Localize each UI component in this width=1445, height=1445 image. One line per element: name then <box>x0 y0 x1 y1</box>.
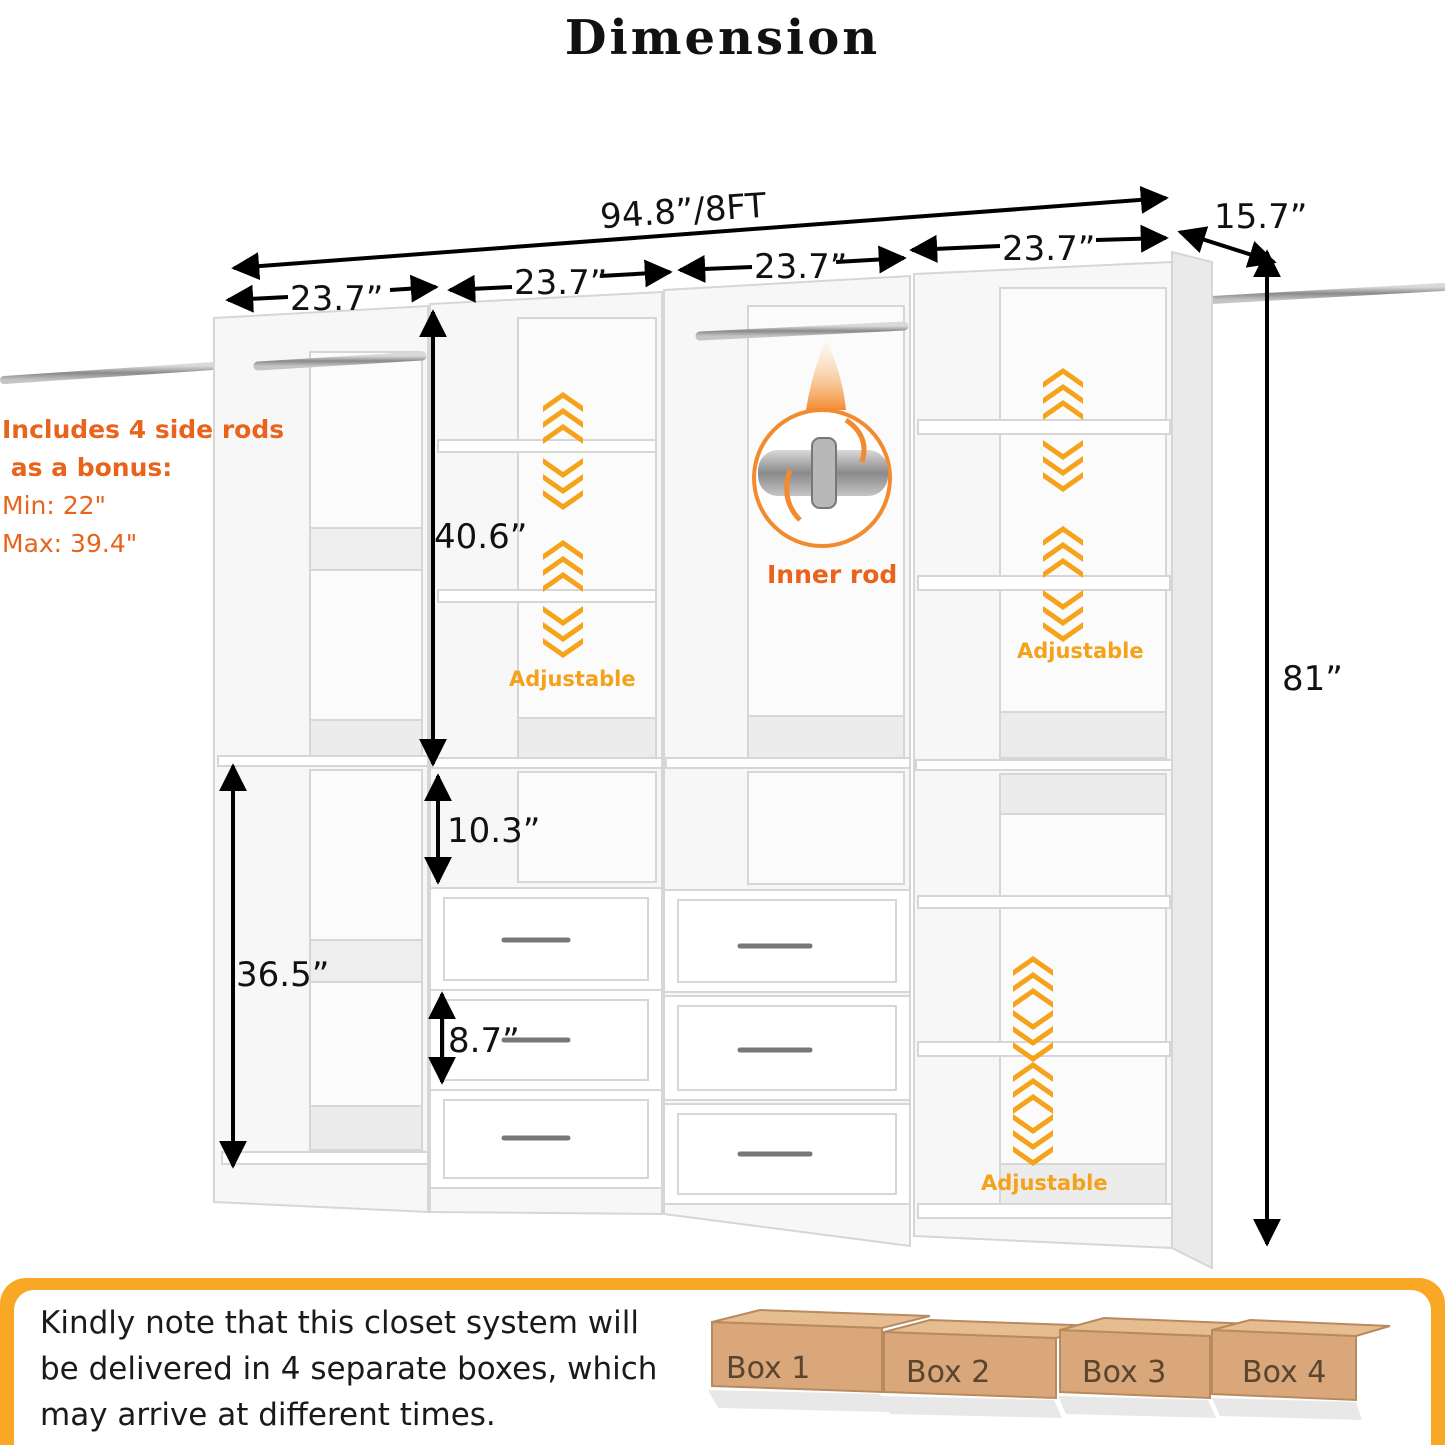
side-rods-min: Min: 22" <box>2 491 107 520</box>
side-rods-note-line2: as a bonus: <box>2 453 173 482</box>
lower-height-label: 36.5” <box>236 955 329 995</box>
drawer-handles <box>501 937 813 1157</box>
adjustable-label-unit4-upper: Adjustable <box>1017 639 1144 663</box>
adjustable-label-unit4-lower: Adjustable <box>981 1171 1108 1195</box>
open-space-height-label: 10.3” <box>447 811 540 851</box>
page-title: Dimension <box>564 10 881 66</box>
total-height-label: 81” <box>1282 659 1343 699</box>
delivery-note: Kindly note that this closet system will… <box>40 1305 658 1433</box>
section4-width-label: 23.7” <box>1002 229 1095 269</box>
depth-label: 15.7” <box>1214 197 1307 237</box>
inner-rod-label: Inner rod <box>767 560 898 589</box>
inner-rod-detail-illustration <box>752 340 892 548</box>
side-rods <box>0 283 1445 764</box>
dimension-lines <box>219 185 1281 1247</box>
side-rods-note: Includes 4 side rods as a bonus: Min: 22… <box>2 411 292 563</box>
section2-width-label: 23.7” <box>514 263 607 303</box>
side-rods-max: Max: 39.4" <box>2 529 138 558</box>
drawer-height-label: 8.7” <box>448 1021 520 1061</box>
section3-width-label: 23.7” <box>754 247 847 287</box>
closet-unit-4 <box>913 250 1213 1270</box>
adjustable-label-unit2: Adjustable <box>509 667 636 691</box>
closet-unit-2 <box>429 290 663 1216</box>
inner-rods <box>253 321 909 807</box>
side-rods-note-line1: Includes 4 side rods <box>2 415 285 444</box>
section1-width-label: 23.7” <box>290 279 383 319</box>
closet-unit-1 <box>213 304 429 1214</box>
upper-height-label: 40.6” <box>434 517 527 557</box>
